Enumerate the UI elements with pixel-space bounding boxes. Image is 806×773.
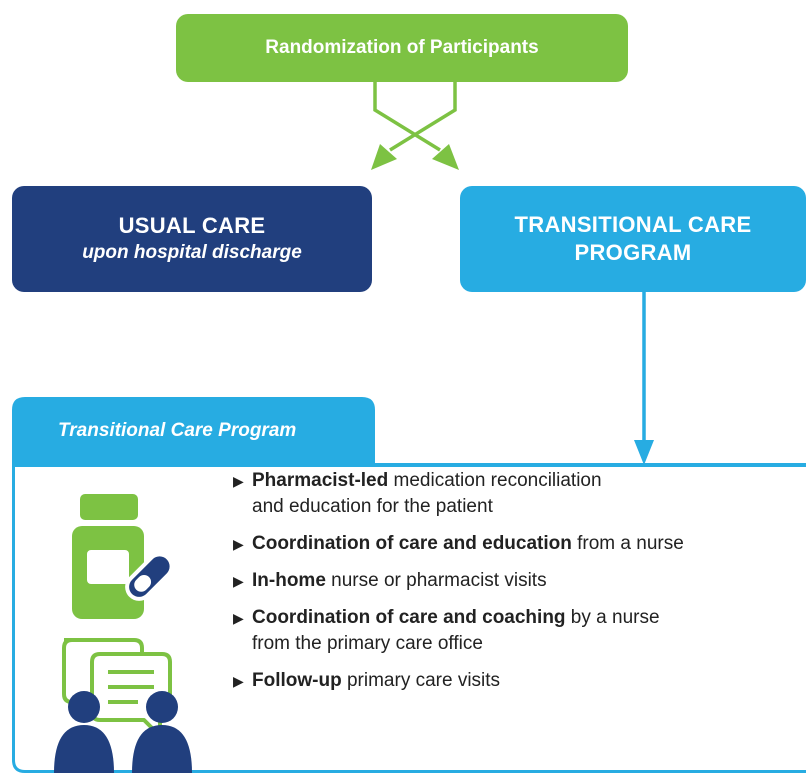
crossing-arrows (373, 82, 457, 152)
usual-care-title: USUAL CARE (118, 213, 266, 238)
program-tab (12, 397, 375, 465)
item-text: from a nurse (571, 533, 684, 554)
item-bold: Coordination of care and education (252, 533, 572, 554)
item-bold: In-home (252, 570, 326, 591)
program-tab-label: Transitional Care Program (58, 420, 297, 441)
randomization-label-box: Randomization of Participants (176, 14, 628, 82)
item-line2: and education for the patient (252, 496, 493, 517)
caret-right-icon: ▶ (233, 573, 244, 589)
item-text: nurse or pharmacist visits (325, 570, 547, 591)
caret-right-icon: ▶ (233, 473, 244, 489)
transitional-care-text: TRANSITIONAL CARE PROGRAM (460, 186, 806, 292)
caret-right-icon: ▶ (233, 610, 244, 626)
caret-right-icon: ▶ (233, 536, 244, 552)
usual-care-text: USUAL CARE upon hospital discharge (12, 186, 372, 292)
list-item: ▶ In-home nurse or pharmacist visits (233, 568, 798, 594)
usual-care-box (12, 186, 372, 292)
arrowhead-left (371, 144, 397, 170)
item-line2: from the primary care office (252, 633, 483, 654)
item-bold: Coordination of care and coaching (252, 607, 566, 628)
randomization-label: Randomization of Participants (265, 37, 539, 58)
program-items-list: ▶ Pharmacist-led medication reconciliati… (233, 468, 798, 705)
pill-bottle-icon (72, 494, 174, 619)
item-text: primary care visits (341, 670, 501, 691)
list-item: ▶ Follow-up primary care visits (233, 668, 798, 694)
people-icon (54, 691, 192, 773)
item-bold: Pharmacist-led (252, 470, 389, 491)
usual-care-subtitle: upon hospital discharge (82, 242, 302, 263)
list-item: ▶ Pharmacist-led medication reconciliati… (233, 468, 798, 520)
randomization-box (176, 14, 628, 82)
transitional-title-line2: PROGRAM (574, 240, 692, 265)
transitional-care-box (460, 186, 806, 292)
arrowhead-right (432, 144, 459, 170)
down-arrowhead (634, 440, 654, 465)
program-panel-border (12, 465, 806, 773)
transitional-title-line1: TRANSITIONAL CARE (514, 212, 752, 237)
item-bold: Follow-up (252, 670, 342, 691)
program-tab-bar (12, 463, 806, 467)
item-text: by a nurse (565, 607, 660, 628)
caret-right-icon: ▶ (233, 673, 244, 689)
list-item: ▶ Coordination of care and coaching by a… (233, 605, 798, 657)
list-item: ▶ Coordination of care and education fro… (233, 531, 798, 557)
item-text: medication reconciliation (388, 470, 602, 491)
